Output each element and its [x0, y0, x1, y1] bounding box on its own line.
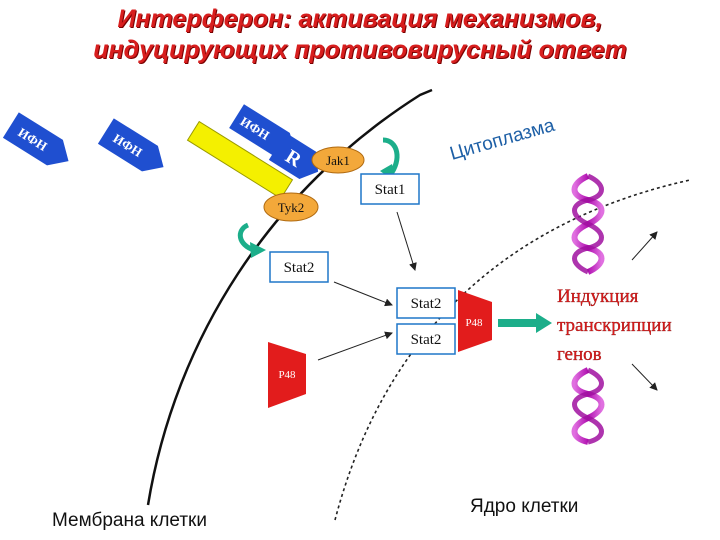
complex-stat2-label-bottom: Stat2 — [411, 332, 442, 348]
induction-line-3: генов — [557, 344, 602, 365]
induction-line-1: Индукция — [557, 286, 639, 307]
membrane-label: Мембрана клетки — [52, 510, 207, 531]
stat1-label: Stat1 — [375, 182, 406, 198]
induction-text: Индукция транскрипции генов — [557, 286, 672, 365]
free-p48-label: P48 — [278, 369, 296, 381]
cell-membrane-curve — [146, 88, 433, 506]
dna-helix-bottom — [571, 367, 605, 445]
receptor-r-block: R — [268, 132, 319, 179]
title-line-2: индуцирующих противовирусный ответ — [93, 36, 627, 64]
cytoplasm-label: Цитоплазма — [448, 115, 558, 165]
tyk2-ellipse — [263, 192, 319, 222]
jak1-ellipse — [311, 146, 365, 174]
receptor-bar — [186, 120, 294, 200]
complex-p48-label: P48 — [465, 317, 483, 329]
gene-arrow-down — [631, 363, 658, 391]
nucleus-membrane-curve — [334, 179, 691, 521]
page-title: Интерферон: активация механизмов, индуци… — [0, 4, 720, 66]
p48-to-complex-arrow — [317, 331, 393, 361]
complex-stat2-box-top — [396, 287, 456, 319]
tyk2-curved-arrowhead — [250, 242, 266, 258]
free-p48-trapezoid — [268, 342, 306, 408]
jak1-label: Jak1 — [326, 153, 350, 168]
stat1-to-complex-arrow — [396, 211, 417, 271]
dna-helix-top — [571, 173, 605, 275]
complex-stat2-box-bottom — [396, 323, 456, 355]
complex-p48-trapezoid — [458, 290, 492, 352]
induction-arrow — [498, 313, 552, 333]
gene-arrow-up — [631, 231, 658, 261]
stat2-to-complex-arrow — [333, 281, 393, 307]
ifn-molecule-1: ИФН — [2, 112, 69, 166]
stat1-box — [360, 173, 420, 205]
stat2-box-cytoplasm — [269, 251, 329, 283]
induction-line-2: транскрипции — [557, 315, 672, 336]
tyk2-label: Tyk2 — [278, 200, 305, 215]
nucleus-label: Ядро клетки — [470, 496, 578, 517]
ifn-molecule-2: ИФН — [97, 118, 164, 172]
stat2-label-cytoplasm: Stat2 — [284, 260, 315, 276]
title-line-1: Интерферон: активация механизмов, — [117, 5, 603, 33]
complex-stat2-label-top: Stat2 — [411, 296, 442, 312]
